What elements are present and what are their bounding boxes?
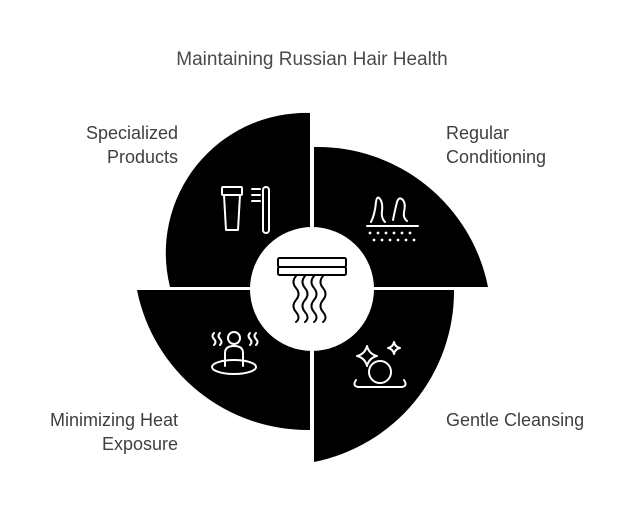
hair-follicle-icon (366, 196, 419, 242)
gentle-sparkle-icon (353, 341, 407, 388)
hair-products-icon (221, 186, 270, 234)
diagram-title: Maintaining Russian Hair Health (176, 49, 448, 70)
label-regular-conditioning: Regular Conditioning (446, 123, 547, 167)
label-specialized-products: Specialized Products (85, 123, 178, 167)
center-circle (250, 227, 374, 351)
label-gentle-cleansing: Gentle Cleansing (446, 410, 585, 430)
label-minimizing-heat-exposure: Minimizing Heat Exposure (49, 410, 178, 454)
heat-person-icon (211, 331, 259, 375)
hair-dryer-waves-icon (277, 257, 347, 323)
